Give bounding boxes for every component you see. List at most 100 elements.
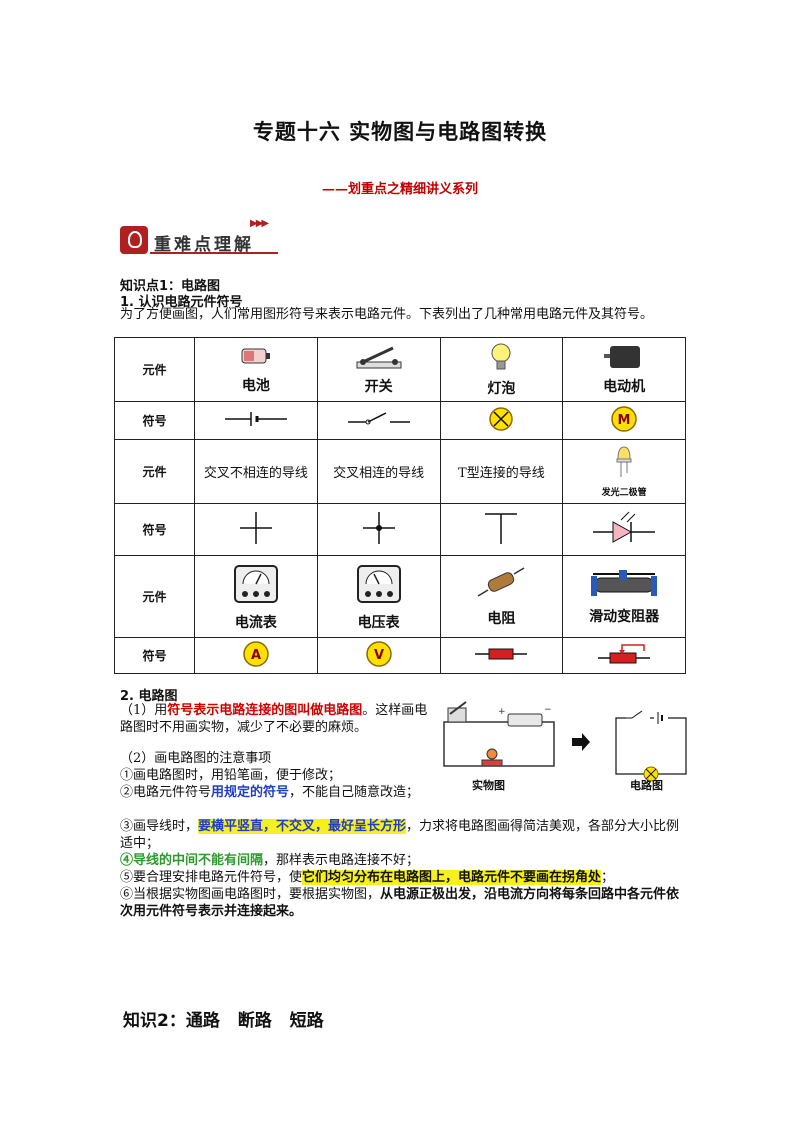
led-image-icon [616, 446, 632, 477]
row-label: 符号 [114, 401, 195, 440]
cell-ammeter-symbol: A [194, 637, 318, 674]
item2-text-a: ②电路元件符号 [120, 785, 212, 800]
battery-image-icon [241, 348, 270, 363]
ammeter-image-icon [233, 564, 278, 603]
led-symbol-icon [593, 511, 656, 543]
knife-switch-image-icon [356, 346, 402, 368]
arrows-icon: ▶▶▶ [250, 218, 269, 229]
label-ammeter: 电流表 [234, 614, 277, 631]
cell-led-symbol [562, 503, 686, 556]
item5-text-b: ； [601, 870, 615, 885]
schematic-circuit [615, 710, 687, 782]
label-battery: 电池 [241, 377, 270, 394]
cell-battery-symbol [194, 401, 318, 440]
p1-definition: 符号表示电路连接的图叫做电路图 [167, 703, 363, 718]
motor-symbol-icon: M [611, 405, 637, 432]
cell-switch-symbol [316, 401, 441, 440]
lightbulb-icon [120, 226, 148, 254]
lamp-symbol-icon [489, 406, 514, 431]
joined-wires-symbol-icon [362, 511, 395, 544]
figure-label-circuit: 电路图 [630, 779, 663, 792]
label-voltmeter: 电压表 [357, 614, 400, 631]
table-row: 元件 电流表 电压表 电阻 [114, 555, 686, 638]
arrow-right-icon [572, 733, 590, 751]
cell-resistor-symbol [439, 637, 564, 674]
note-item-4: ④导线的中间不能有间隔，那样表示电路连接不好； [120, 852, 685, 869]
cell-resistor: 电阻 [439, 555, 564, 638]
rheostat-image-icon [591, 569, 658, 596]
resistor-image-icon [477, 566, 525, 597]
banner-label: 重难点理解 [154, 235, 254, 255]
cell-motor-symbol: M [562, 401, 686, 440]
note-item-6: ⑥当根据实物图画电路图时，要根据实物图，从电源正极出发，沿电流方向将每条回路中各… [120, 886, 685, 920]
cell-battery: 电池 [194, 337, 318, 402]
cell-voltmeter: 电压表 [316, 555, 441, 638]
cell-t-joined-symbol [439, 503, 564, 556]
item3-text-b: ，力求将电路图画得简洁美观，各部分大小比例适中； [120, 819, 680, 851]
item3-text-a: ③画导线时， [120, 819, 199, 834]
ammeter-symbol-icon: A [243, 640, 269, 667]
section2-p1: （1）用符号表示电路连接的图叫做电路图。这样画电路图时不用画实物，减少了不必要的… [120, 702, 430, 736]
voltmeter-symbol-letter: V [374, 648, 384, 663]
voltmeter-symbol-icon: V [365, 640, 392, 667]
row-label: 元件 [114, 439, 195, 504]
note-item-5: ⑤要合理安排电路元件符号，使它们均匀分布在电路图上，电路元件不要画在拐角处； [120, 869, 685, 886]
component-table: 元件 电池 开关 灯泡 [114, 337, 686, 674]
figure-label-physical: 实物图 [472, 779, 505, 792]
item3-highlight: 要横平竖直，不交叉，最好呈长方形 [198, 819, 407, 834]
battery-symbol-icon [224, 411, 287, 426]
row-label: 符号 [114, 637, 195, 674]
table-row: 元件 交叉不相连的导线 交叉相连的导线 T型连接的导线 发光二极管 [114, 439, 686, 504]
svg-text:+: + [498, 707, 506, 717]
circuit-figure: + − [443, 701, 687, 782]
label-motor: 电动机 [603, 378, 646, 395]
label-rheostat: 滑动变阻器 [589, 608, 660, 625]
voltmeter-image-icon [356, 564, 401, 603]
item4-emphasis: ④导线的中间不能有间隔 [120, 853, 264, 868]
section3-heading: 知识2：通路 断路 短路 [123, 1011, 324, 1031]
cell-lamp-symbol [439, 401, 564, 440]
switch-symbol-icon [347, 411, 410, 424]
item5-highlight: 它们均匀分布在电路图上，电路元件不要画在拐角处 [302, 870, 602, 885]
cell-voltmeter-symbol: V [316, 637, 441, 674]
cell-switch: 开关 [316, 337, 441, 402]
label-lamp: 灯泡 [487, 380, 516, 397]
physical-circuit-image: + − [443, 701, 555, 767]
table-row: 符号 [114, 401, 686, 440]
cell-rheostat: 滑动变阻器 [562, 555, 686, 638]
section2-p2-title: （2）画电路图的注意事项 [120, 751, 272, 766]
rheostat-symbol-icon [598, 643, 651, 663]
resistor-symbol-icon [475, 648, 528, 659]
row-label: 元件 [114, 555, 195, 638]
motor-symbol-letter: M [618, 413, 631, 428]
cell-cross-unjoined-symbol [194, 503, 318, 556]
label-switch: 开关 [364, 378, 393, 395]
note-item-3: ③画导线时，要横平竖直，不交叉，最好呈长方形，力求将电路图画得简洁美观，各部分大… [120, 818, 685, 852]
p1-text-a: （1）用 [120, 703, 168, 718]
item4-text-b: ，那样表示电路连接不好； [263, 853, 420, 868]
section-banner: 重难点理解 ▶▶▶ [120, 218, 280, 262]
ammeter-symbol-letter: A [251, 648, 261, 663]
cell-cross-joined-symbol [316, 503, 441, 556]
section1-intro: 为了方便画图，人们常用图形符号来表示电路元件。下表列出了几种常用电路元件及其符号… [120, 307, 654, 322]
p1-text-b: 。这样画电路图时不用画实物，减少了不必要的麻烦。 [120, 703, 428, 735]
section1-subheading: 1. 认识电路元件符号 [120, 295, 243, 310]
label-resistor: 电阻 [487, 610, 516, 627]
svg-text:−: − [544, 705, 552, 715]
cell-lamp: 灯泡 [439, 337, 564, 402]
section1-heading: 知识点1：电路图 [120, 279, 221, 294]
light-bulb-image-icon [491, 343, 511, 369]
note-item-2: ②电路元件符号用规定的符号，不能自己随意改造； [120, 784, 420, 801]
cell-rheostat-symbol [562, 637, 686, 674]
note-item-1: ①画电路图时，用铅笔画，便于修改； [120, 768, 342, 783]
row-label: 符号 [114, 503, 195, 556]
item2-text-b: ，不能自己随意改造； [289, 785, 420, 800]
t-junction-symbol-icon [485, 512, 518, 544]
item2-emphasis: 用规定的符号 [211, 785, 290, 800]
cell-ammeter: 电流表 [194, 555, 318, 638]
page-subtitle: ——划重点之精细讲义系列 [321, 182, 478, 197]
cell-wire-cross-unjoined: 交叉不相连的导线 [194, 439, 318, 504]
cell-wire-t-joined: T型连接的导线 [439, 439, 564, 504]
page-title: 专题十六 实物图与电路图转换 [252, 120, 548, 144]
label-led: 发光二极管 [601, 488, 647, 498]
